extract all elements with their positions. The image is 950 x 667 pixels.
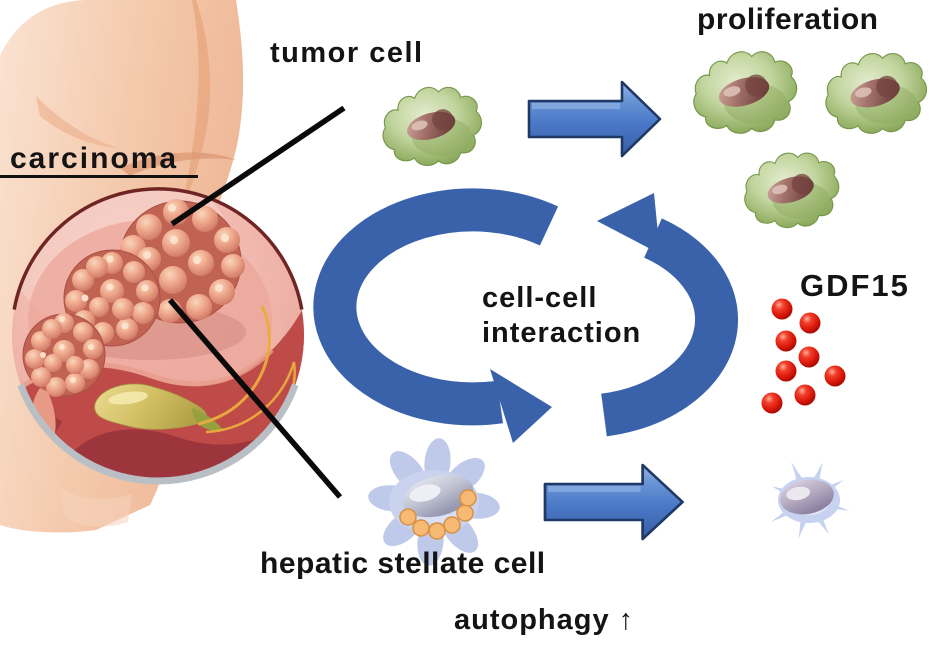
hepatic-stellate-cell-label: hepatic stellate cell (260, 547, 546, 580)
activated-stellate-cell-icon (770, 461, 850, 539)
circle-rim-bottom (17, 383, 299, 485)
proliferation-cell-icon-1 (693, 51, 798, 134)
cycle-arrows (313, 188, 739, 443)
carcinoma-nodule-large (118, 199, 245, 324)
quiescent-stellate-cell-icon (368, 438, 500, 566)
proliferation-cell-icon-3 (744, 152, 840, 229)
gdf15-dot-icons (761, 298, 846, 414)
right-arrow-top (527, 80, 662, 158)
cycle-arrowhead-top (597, 193, 660, 254)
carcinoma-label: carcinoma (0, 143, 198, 178)
cycle-arc-left (313, 188, 559, 426)
lipid-droplets (399, 489, 477, 540)
gdf15-label: GDF15 (800, 268, 910, 303)
connector-line-to-tumor-cell (170, 105, 346, 227)
interaction-label-line1: cell-cell (482, 282, 598, 314)
cycle-arc-right (600, 218, 739, 437)
carcinoma-nodule-small (22, 313, 106, 397)
circle-rim-top (12, 187, 304, 310)
stellate-nucleus (402, 474, 474, 518)
stellate-nucleus (780, 479, 834, 515)
tumor-cell-icon (382, 86, 483, 166)
tumor-cell-label: tumor cell (270, 37, 424, 69)
connector-line-to-stellate-cell (167, 298, 343, 499)
cell-cell-interaction-label: cell-cell interaction (482, 281, 641, 351)
interaction-label-line2: interaction (482, 317, 642, 349)
cycle-arrowhead-bottom (490, 369, 552, 443)
autophagy-label: autophagy ↑ (454, 604, 635, 636)
proliferation-label: proliferation (697, 3, 879, 36)
right-arrow-bottom (543, 463, 684, 541)
proliferation-cell-icon-2 (825, 52, 928, 134)
